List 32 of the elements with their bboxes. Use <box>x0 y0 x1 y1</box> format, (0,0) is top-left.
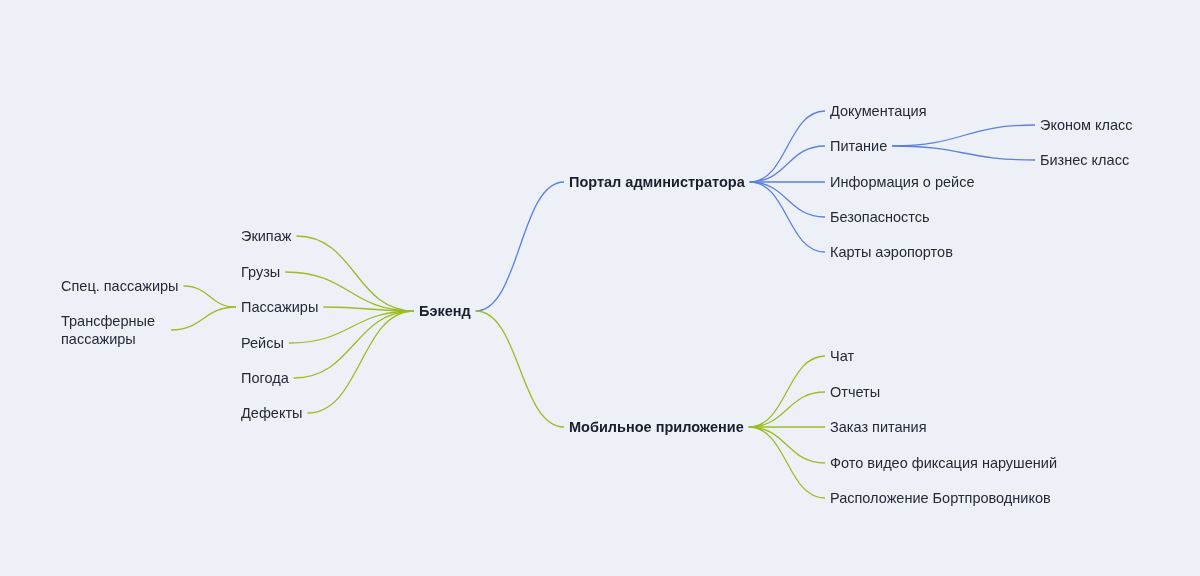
branch-line <box>891 145 1036 161</box>
subtopic: Погода <box>236 367 294 389</box>
subtopic: Фото видео фиксация нарушений <box>825 452 1063 474</box>
subtopic: Дефекты <box>236 402 308 424</box>
subtopic: Расположение Бортпроводников <box>825 487 1056 509</box>
subtopic: Отчеты <box>825 381 886 403</box>
subtopic: Пассажиры <box>236 296 324 318</box>
subtopic: Грузы <box>236 261 286 283</box>
subtopic: Питание <box>825 135 893 157</box>
subtopic: Карты аэропортов <box>825 241 958 263</box>
branch-line <box>749 181 826 253</box>
main-topic: Портал администратора <box>564 171 750 193</box>
branch-line <box>475 310 565 428</box>
subtopic: Чат <box>825 345 860 367</box>
subtopic: Трансферные пассажиры <box>56 310 171 350</box>
subtopic: Документация <box>825 100 932 122</box>
branch-line <box>306 310 415 414</box>
branch-line <box>749 181 826 183</box>
branch-line <box>748 426 826 499</box>
subtopic: Безопасностсь <box>825 206 935 228</box>
subtopic: Эконом класс <box>1035 114 1138 136</box>
root-topic: Бэкенд <box>414 300 476 322</box>
subtopic: Информация о рейсе <box>825 171 980 193</box>
subtopic: Рейсы <box>236 332 289 354</box>
branch-line <box>748 426 826 428</box>
main-topic: Мобильное приложение <box>564 416 749 438</box>
branch-line <box>475 181 565 312</box>
subtopic: Экипаж <box>236 225 297 247</box>
subtopic: Бизнес класс <box>1035 149 1135 171</box>
branch-line <box>170 306 237 331</box>
subtopic: Заказ питания <box>825 416 932 438</box>
subtopic: Спец. пассажиры <box>56 275 184 297</box>
